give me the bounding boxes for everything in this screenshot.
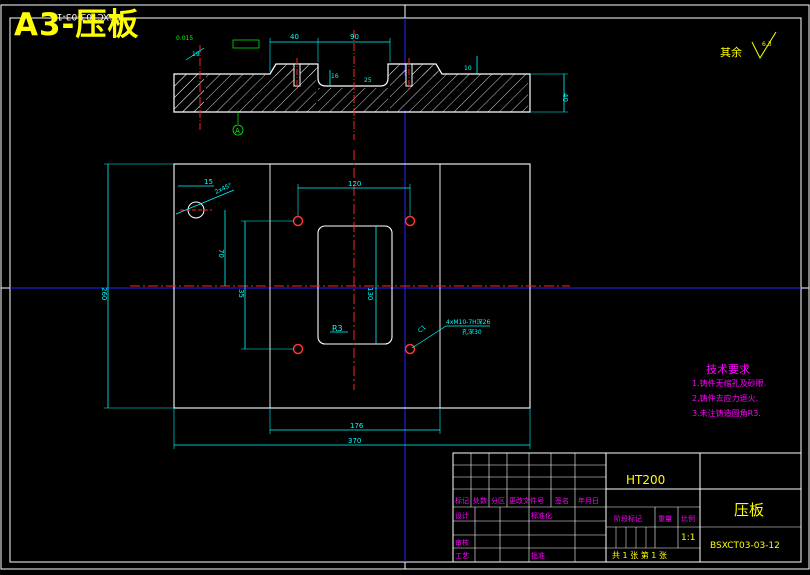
datum-circle (232, 124, 244, 136)
dim-text: 35 (237, 289, 245, 298)
title-block-frame (452, 452, 802, 563)
tech-item: 1.铸件无缩孔及砂眼. (692, 378, 766, 388)
dim-text: 10 (464, 65, 472, 72)
tb-label: 审核 (455, 538, 469, 547)
tb-label: 年月日 (578, 496, 599, 505)
dim-text: 19 (192, 51, 200, 58)
side-view-hatch-area (206, 66, 316, 110)
surface-finish: 其余 6.3 (720, 31, 777, 60)
dim-text: 15 (204, 178, 213, 186)
tb-label: 阶段标记 (614, 514, 642, 523)
tb-label: 处数 (473, 496, 487, 505)
tb-drawing-no: BSXCT03-03-12 (710, 541, 780, 551)
dim-text: 130 (366, 287, 374, 300)
leader-line (185, 47, 205, 61)
radius-label: R3 (332, 324, 343, 333)
finish-symbol-icon (751, 31, 777, 60)
tb-label: 签名 (555, 496, 569, 505)
dim-text: 70 (217, 249, 225, 258)
finish-value: 6.3 (762, 41, 772, 48)
tb-label: 分区 (491, 496, 505, 505)
datum-label: A (235, 127, 240, 135)
title-block: 标记 处数 分区 更改文件号 签名 年月日 设计 标准化 审核 工艺 批准 阶段… (452, 452, 802, 563)
thread-hole (292, 343, 304, 355)
tb-label: 批准 (531, 551, 545, 560)
leader-line (175, 189, 235, 215)
tb-label: 标记 (455, 496, 469, 505)
tech-requirements: 技术要求 1.铸件无缩孔及砂眼. 2.铸件去应力退火. 3.未注铸造圆角R3. (692, 363, 766, 418)
dim-text: 16 (331, 73, 339, 80)
center-pocket (317, 225, 393, 345)
thread-hole (404, 343, 416, 355)
tb-label: 设计 (455, 511, 469, 520)
leader-line (411, 325, 447, 349)
header-strip: BSXCT03-03-12 (51, 11, 121, 21)
dim-text: 25 (364, 77, 372, 84)
tb-label: 工艺 (455, 552, 469, 560)
tb-material: HT200 (626, 473, 665, 487)
thread-spec: 4xM10-7H深26 (446, 318, 490, 326)
thread-hole (404, 215, 416, 227)
side-view-hatch-area (318, 88, 388, 110)
thread-sub: 孔深30 (462, 328, 482, 336)
dim-text: 40 (561, 93, 569, 102)
side-view-hatch-area (174, 74, 204, 112)
dim-text: 176 (350, 422, 364, 430)
tech-item: 3.未注铸造圆角R3. (692, 408, 761, 418)
tech-title: 技术要求 (706, 363, 750, 376)
dim-text: 90 (350, 33, 359, 41)
tb-label: 比例 (681, 514, 695, 523)
overlay-title: A3-压板 (14, 7, 140, 43)
tb-label: 标准化 (531, 511, 552, 520)
dim-text: 120 (348, 180, 361, 188)
tb-label: 重量 (658, 515, 672, 523)
tb-label: 更改文件号 (509, 496, 544, 505)
side-view: 40 90 40 10 16 25 19 0.015 A (173, 30, 569, 140)
side-view-hatch-area (390, 66, 528, 110)
tb-part-name: 压板 (734, 501, 764, 519)
dim-text: 2x45° (214, 182, 233, 196)
tb-scale: 1:1 (681, 533, 695, 543)
tech-item: 2.铸件去应力退火. (692, 393, 758, 403)
finish-label: 其余 (720, 45, 742, 59)
thread-hole (292, 215, 304, 227)
side-view-outline (173, 63, 531, 113)
dim-text: 40 (290, 33, 299, 41)
dim-text: 260 (100, 287, 108, 300)
tolerance-frame (232, 39, 260, 49)
header-drawing-no: BSXCT03-03-12 (51, 11, 121, 21)
top-view: 120 15 2x45° 70 35 130 260 176 370 R3 4x… (100, 150, 570, 449)
tb-sheet: 共 1 张 第 1 张 (612, 550, 667, 560)
tolerance-text: 0.015 (176, 35, 193, 42)
dim-text: 370 (348, 437, 361, 445)
chamfer-label: C1 (417, 324, 428, 335)
